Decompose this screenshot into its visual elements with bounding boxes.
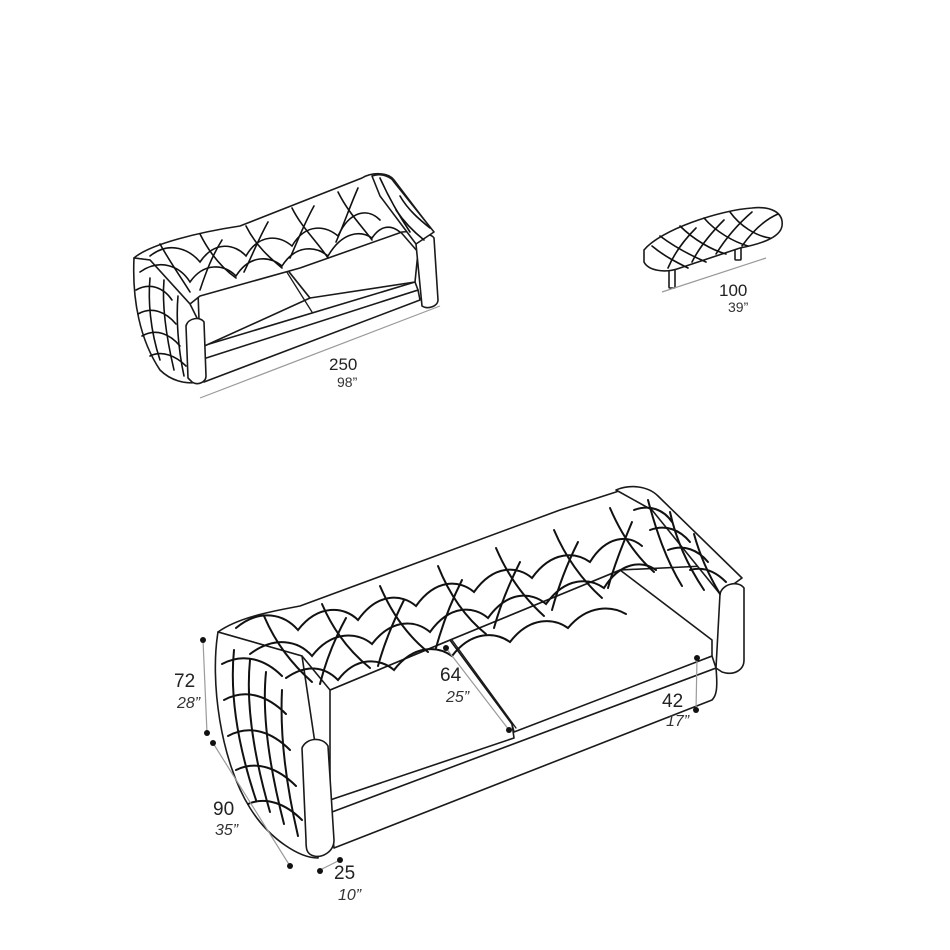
sofa-large: [200, 485, 745, 874]
seat-height-cm: 42: [662, 691, 684, 712]
bench-width-in: 39”: [728, 299, 749, 315]
sofa-depth-in: 35”: [215, 822, 239, 839]
seat-height-in: 17”: [666, 713, 690, 730]
arm-width-in: 10”: [338, 887, 362, 904]
sofa-height-cm: 72: [174, 671, 196, 692]
sofa-small-width-in: 98”: [337, 374, 358, 390]
arm-width-cm: 25: [334, 863, 356, 884]
sofa-small-width-cm: 250: [329, 355, 358, 374]
sofa-height-in: 28”: [177, 695, 201, 712]
bench-width-cm: 100: [719, 281, 748, 300]
seat-depth-cm: 64: [440, 665, 462, 686]
bench: [643, 206, 783, 293]
sofa-small: [132, 172, 441, 399]
sofa-depth-cm: 90: [213, 799, 235, 820]
seat-depth-in: 25”: [446, 689, 470, 706]
